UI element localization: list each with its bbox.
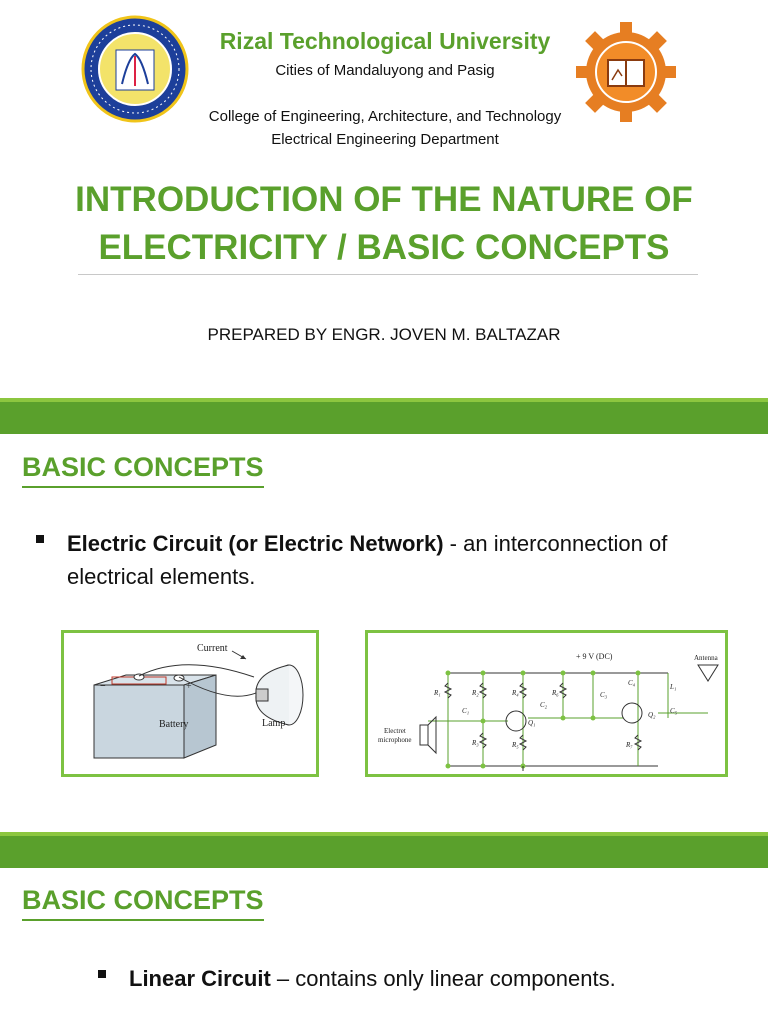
mic-label-2: microphone	[378, 736, 411, 744]
slide-title-line2: ELECTRICITY / BASIC CONCEPTS	[98, 228, 670, 267]
bullet-definition: – contains only linear components.	[270, 966, 616, 991]
current-label: Current	[197, 643, 228, 654]
slide-title: INTRODUCTION OF THE NATURE OF ELECTRICIT…	[30, 176, 738, 272]
c4-label: C₄	[628, 679, 636, 687]
rtu-seal-logo	[80, 14, 190, 124]
bullet-linear-circuit: Linear Circuit – contains only linear co…	[98, 962, 738, 995]
r3-label: R₃	[471, 739, 479, 747]
university-cities: Cities of Mandaluyong and Pasig	[275, 62, 495, 79]
battery-lamp-figure: − + Current Battery Lamp	[61, 630, 319, 777]
svg-text:−: −	[100, 681, 106, 692]
bullet-marker	[98, 970, 106, 978]
slide-title-line1: INTRODUCTION OF THE NATURE OF	[75, 180, 693, 219]
supply-label: + 9 V (DC)	[576, 652, 613, 661]
slide-separator-bar	[0, 402, 768, 434]
c2-label: C₂	[540, 701, 548, 709]
r6-label: R₆	[551, 689, 559, 697]
slide-separator-bar	[0, 836, 768, 868]
university-name: Rizal Technological University	[219, 28, 551, 54]
bullet-definition: - an interconnection of	[443, 531, 668, 556]
c1-label: C₁	[462, 707, 469, 715]
bullet-marker	[36, 535, 44, 543]
svg-text:+: +	[186, 681, 192, 692]
slide-separator-accent	[0, 398, 768, 402]
r7-label: R₇	[625, 741, 633, 749]
section-heading: BASIC CONCEPTS	[22, 452, 264, 488]
college-name: College of Engineering, Architecture, an…	[208, 108, 562, 125]
q2-label: Q₂	[648, 711, 656, 719]
c5-label: C₅	[670, 707, 678, 715]
q1-label: Q₁	[528, 719, 536, 727]
bullet-definition-line2: electrical elements.	[67, 564, 256, 589]
r4-label: R₄	[511, 689, 519, 697]
antenna-label: Antenna	[694, 654, 719, 662]
r5-label: R₅	[511, 741, 519, 749]
r1-label: R₁	[433, 689, 441, 697]
bullet-term: Linear Circuit	[129, 966, 271, 991]
bullet-term: Electric Circuit (or Electric Network)	[67, 531, 444, 556]
battery-label: Battery	[159, 719, 188, 730]
college-gear-logo	[572, 22, 680, 122]
mic-label-1: Electret	[384, 727, 406, 735]
bullet-electric-circuit: Electric Circuit (or Electric Network) -…	[36, 527, 736, 593]
r2-label: R₂	[471, 689, 479, 697]
lamp-label: Lamp	[262, 718, 285, 729]
section-heading: BASIC CONCEPTS	[22, 885, 264, 921]
c3-label: C₃	[600, 691, 608, 699]
circuit-schematic-figure: + 9 V (DC) Antenna Electret microphone R…	[365, 630, 728, 777]
prepared-by: PREPARED BY ENGR. JOVEN M. BALTAZAR	[207, 325, 561, 344]
department-name: Electrical Engineering Department	[271, 131, 499, 148]
l1-label: L₁	[669, 683, 676, 691]
title-divider	[78, 274, 698, 275]
slide-separator-accent	[0, 832, 768, 836]
